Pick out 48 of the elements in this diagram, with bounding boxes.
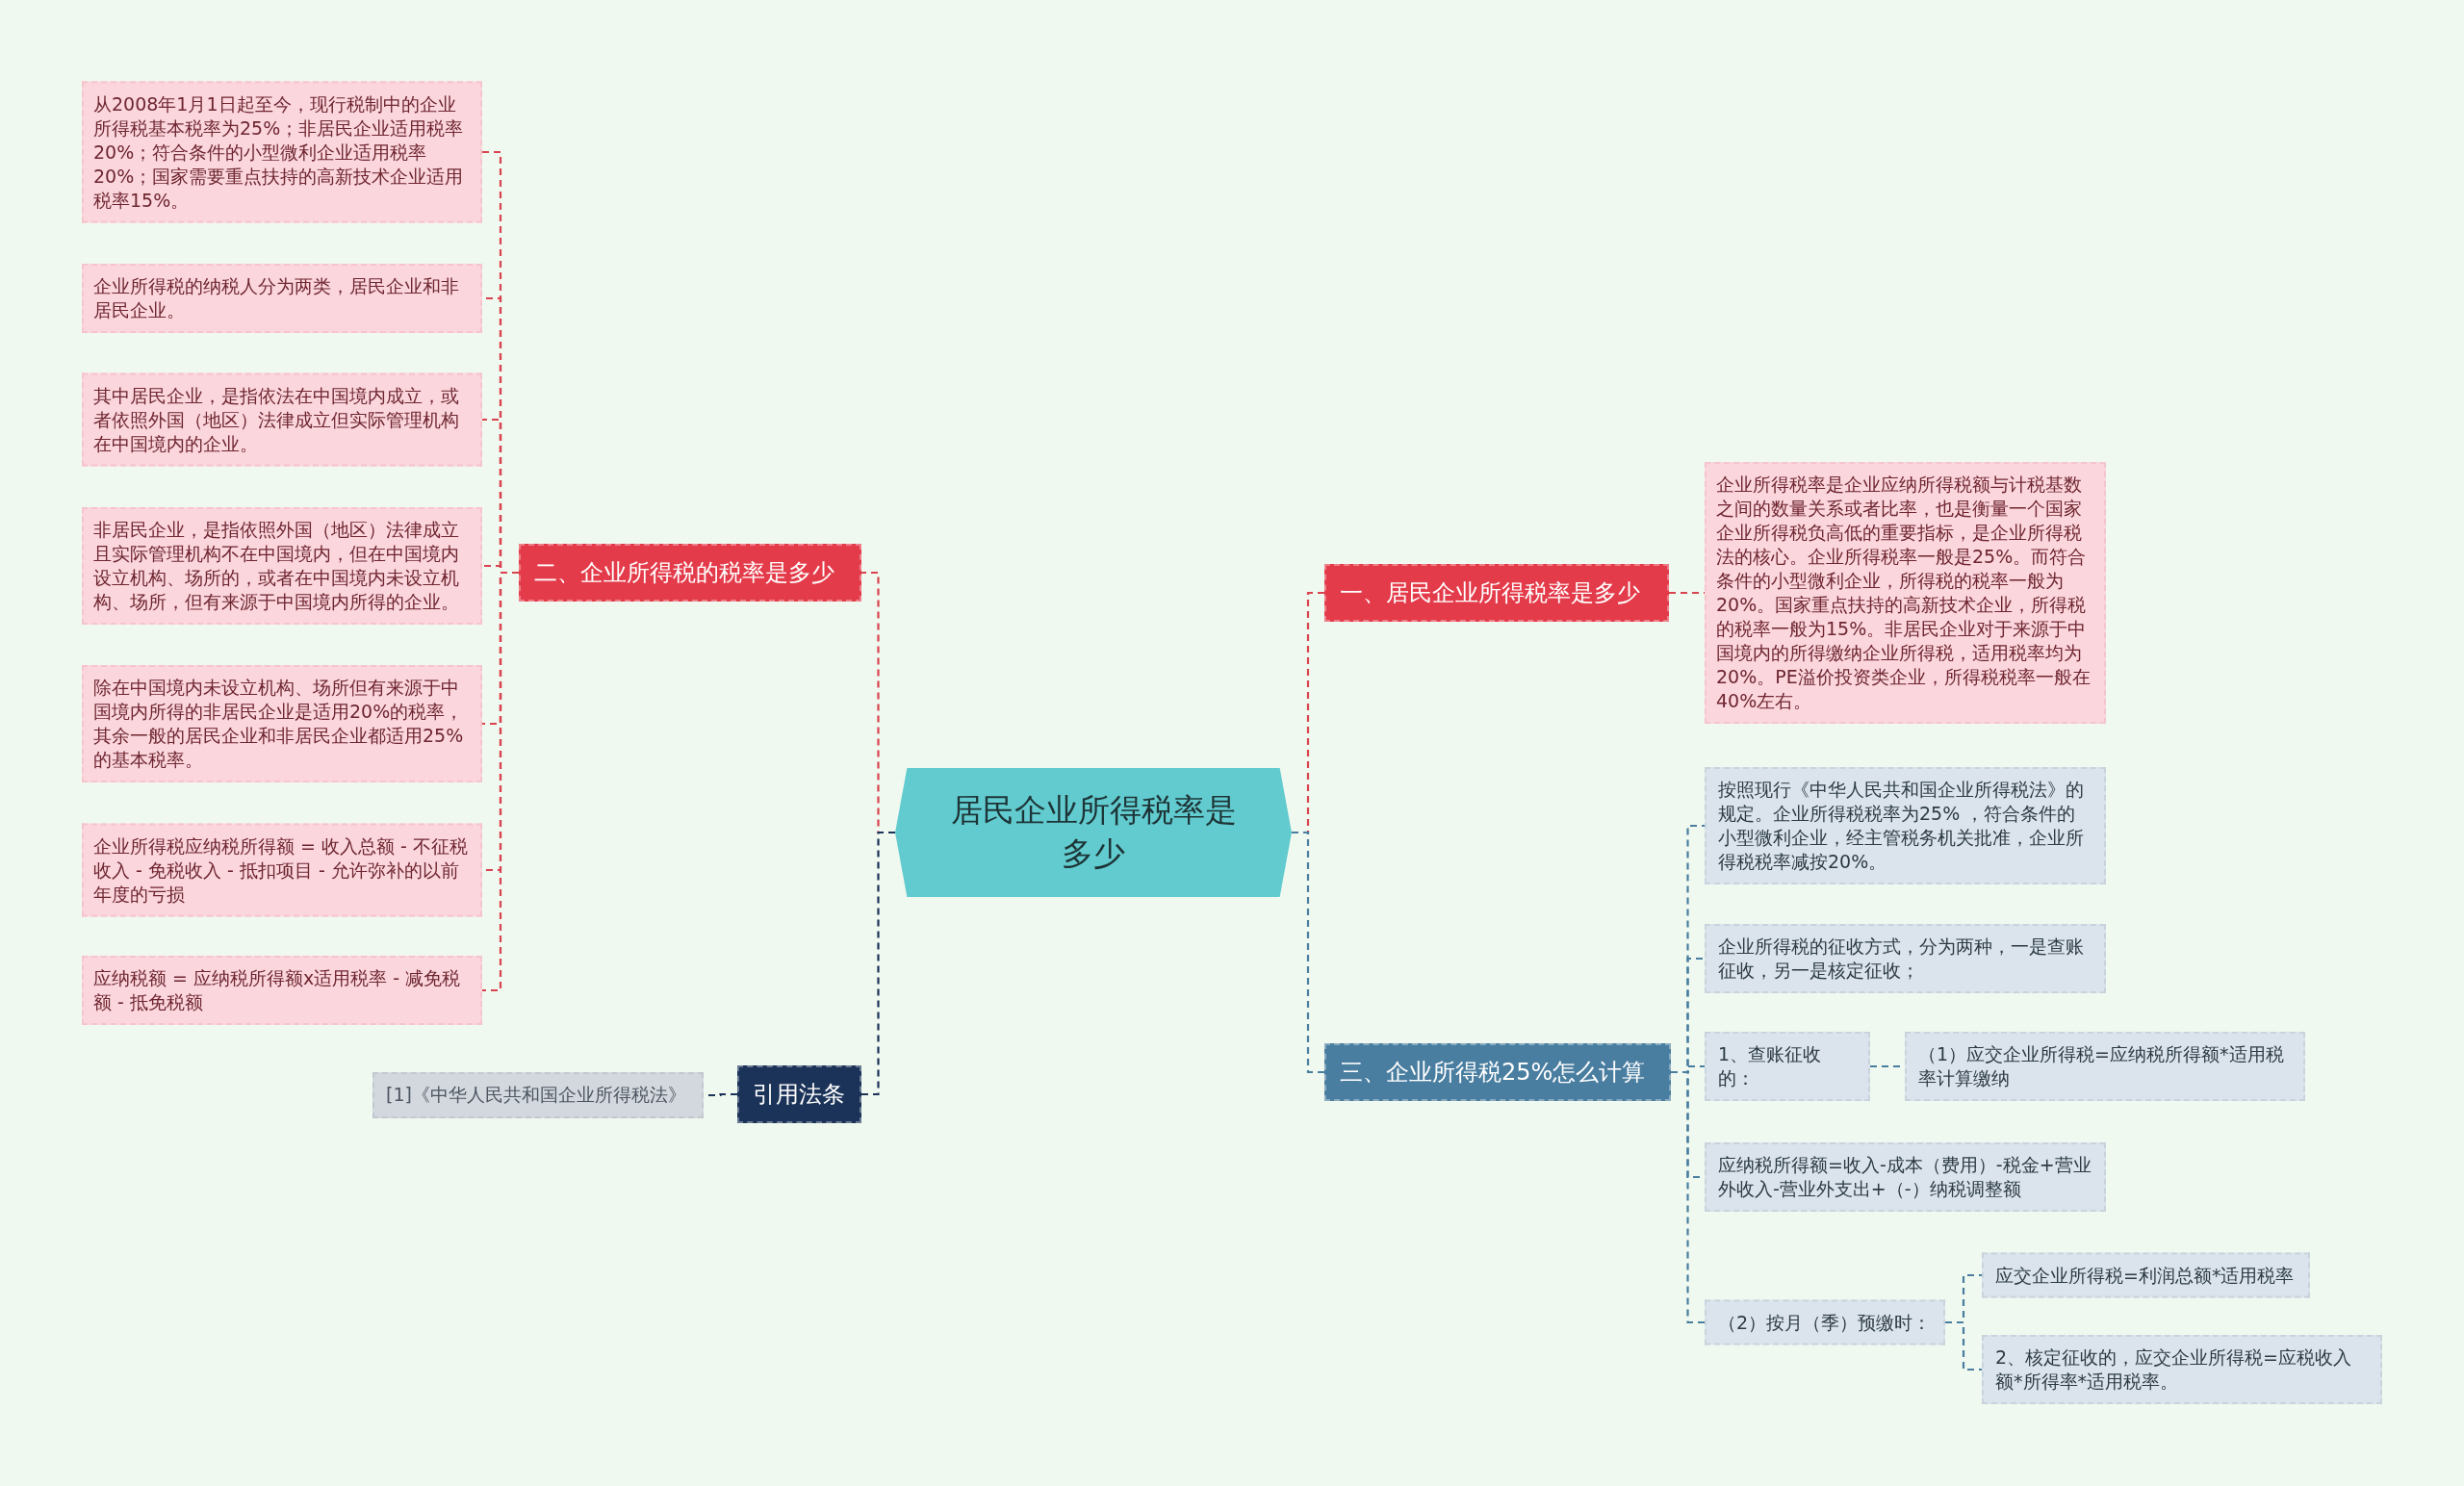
note-text: 按照现行《中华人民共和国企业所得税法》的规定。企业所得税税率为25% ，符合条件的小型微利企业，经主管税务机关批准，企业所得税税率减按20%。 xyxy=(1718,778,2085,874)
note-card xyxy=(82,81,482,223)
topic-text: 一、居民企业所得税率是多少 xyxy=(1340,578,1641,608)
note-text: （1）应交企业所得税=应纳税所得额*适用税率计算缴纳 xyxy=(1918,1042,2285,1090)
note-text: 从2008年1月1日起至今，现行税制中的企业所得税基本税率为25%；非居民企业适用税率20%；符合条件的小型微利企业适用税率20%；国家需要重点扶持的高新技术企业适用税率15%。 xyxy=(93,91,465,213)
note-card xyxy=(1705,1299,1945,1345)
topic-text: 引用法条 xyxy=(753,1080,846,1110)
note-card xyxy=(1982,1335,2382,1404)
note-card xyxy=(1705,767,2106,884)
note-text: 企业所得税的纳税人分为两类，居民企业和非居民企业。 xyxy=(93,274,460,322)
note-text: 非居民企业，是指依照外国（地区）法律成立且实际管理机构不在中国境内，但在中国境内设立机构、场所的，或者在中国境内未设立机构、场所，但有来源于中国境内所得的企业。 xyxy=(93,518,460,614)
connector-line xyxy=(1671,1070,1705,1324)
note-card xyxy=(82,264,482,333)
connector-line xyxy=(1292,831,1324,1074)
note-card xyxy=(1705,924,2106,993)
central-topic-text: 居民企业所得税率是多少 xyxy=(949,790,1238,874)
note-text: 其中居民企业，是指依法在中国境内成立，或者依照外国（地区）法律成立但实际管理机构在中国境内的企业。 xyxy=(93,383,460,456)
note-text: 应纳税额 = 应纳税所得额x适用税率 - 减免税额 - 抵免税额 xyxy=(93,966,462,1014)
note-card xyxy=(82,507,482,625)
citation-card xyxy=(372,1072,704,1118)
note-text: （2）按月（季）预缴时： xyxy=(1718,1310,1932,1335)
note-card xyxy=(82,372,482,467)
note-text: 应纳税所得额=收入-成本（费用）-税金+营业外收入-营业外支出+（-）纳税调整额 xyxy=(1718,1153,2092,1201)
note-text: 应交企业所得税=利润总额*适用税率 xyxy=(1995,1263,2296,1288)
topic-text: 三、企业所得税25%怎么计算 xyxy=(1340,1058,1647,1088)
branch-topic xyxy=(737,1065,861,1123)
connector-line xyxy=(1945,1320,1982,1371)
note-card xyxy=(82,665,482,782)
note-card xyxy=(82,823,482,917)
note-card xyxy=(1905,1032,2305,1101)
note-text: [1]《中华人民共和国企业所得税法》 xyxy=(386,1083,687,1107)
topic-text: 二、企业所得税的税率是多少 xyxy=(534,558,835,588)
note-card xyxy=(82,956,482,1025)
note-text: 企业所得税的征收方式，分为两种，一是查账征收，另一是核定征收； xyxy=(1718,935,2085,983)
note-card xyxy=(1982,1252,2310,1298)
branch-topic xyxy=(1324,564,1669,622)
note-text: 企业所得税应纳税所得额 = 收入总额 - 不征税收入 - 免税收入 - 抵扣项目 - 允许弥补的以前年度的亏损 xyxy=(93,833,469,907)
note-card xyxy=(1705,1032,1870,1101)
branch-topic xyxy=(519,544,861,602)
connector-line xyxy=(482,571,519,992)
central-topic xyxy=(895,768,1292,897)
note-text: 企业所得税率是企业应纳所得税额与计税基数之间的数量关系或者比率，也是衡量一个国家企业所得税负高低的重要指标，是企业所得税法的核心。企业所得税率一般是25%。而符合条件的小型微利企业，所得税的税率一般为20%。国家重点扶持的高新技术企业，所得税的税率一般为15%。非居民企业对于来源于中国境内的所得缴纳企业所得税，适用税率均为20%。PE溢价投资类企业，所得税税率一般在40%左右。 xyxy=(1716,473,2092,713)
connector-line xyxy=(861,831,895,1096)
note-text: 1、查账征收的： xyxy=(1718,1042,1823,1090)
branch-topic xyxy=(1324,1043,1671,1101)
note-card xyxy=(1705,1142,2106,1212)
note-text: 2、核定征收的，应交企业所得税=应税收入额*所得率*适用税率。 xyxy=(1995,1345,2352,1394)
note-text: 除在中国境内未设立机构、场所但有来源于中国境内所得的非居民企业是适用20%的税率，其余一般的居民企业和非居民企业都适用25%的基本税率。 xyxy=(93,676,465,772)
